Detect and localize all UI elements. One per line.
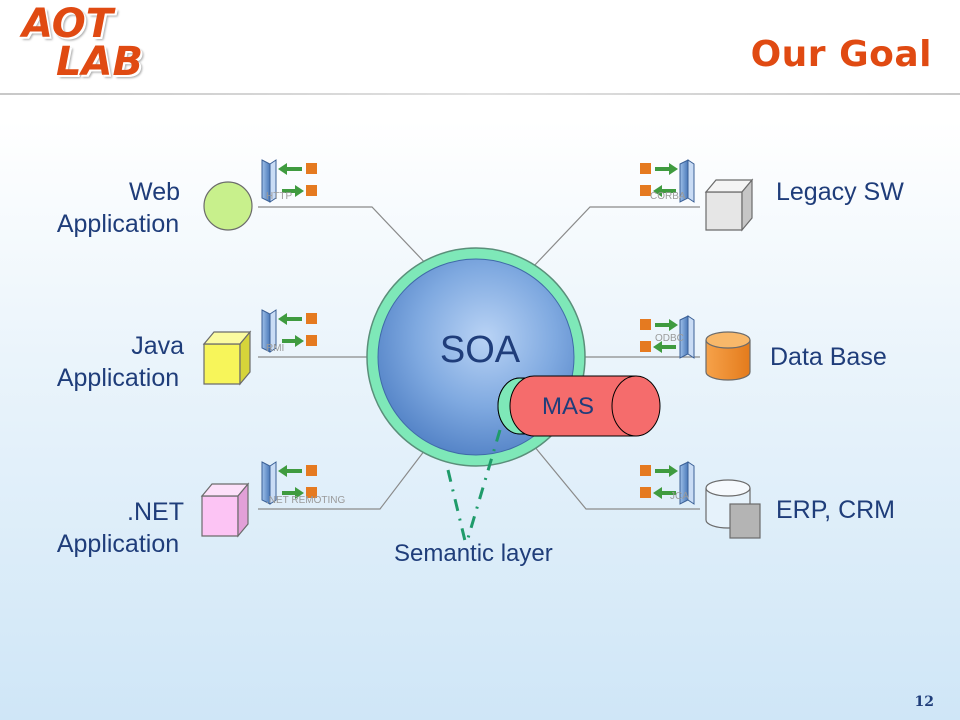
page-number: 12 [914, 694, 934, 710]
adapter-net-remoting [261, 461, 317, 505]
mas-cylinder: MAS [497, 375, 661, 437]
database-label: Data Base [770, 343, 887, 371]
protocol-label-net-remoting: .NET REMOTING [266, 495, 345, 506]
adapter-jca [640, 461, 695, 505]
adapter-http [261, 159, 317, 203]
adapter-corba [640, 159, 695, 203]
connector-lines [258, 206, 700, 510]
adapters [261, 159, 695, 505]
database-node [705, 331, 751, 381]
legacy-sw-node [704, 178, 754, 232]
aot-lab-logo: AOT LAB [12, 2, 152, 92]
line-erp [533, 445, 700, 510]
protocol-label-rmi: RMI [266, 343, 284, 354]
legacy-sw-label: Legacy SW [776, 178, 904, 206]
net-app-label: .NET Application [48, 496, 188, 560]
protocol-label-http: HTTP [266, 191, 292, 202]
title-divider [0, 93, 960, 95]
net-app-label-line1: .NET [127, 498, 184, 526]
net-app-label-line2: Application [56, 530, 180, 558]
adapter-odbc [640, 315, 695, 359]
slide-title: Our Goal [750, 34, 932, 75]
adapter-rmi [261, 309, 317, 353]
logo-line-1: AOT [22, 1, 114, 47]
protocol-label-jca: JCA [670, 491, 689, 502]
protocol-label-corba: CORBA [650, 191, 686, 202]
net-app-node [200, 482, 250, 538]
web-app-node [203, 181, 253, 231]
protocol-label-odbc: ODBC [655, 333, 684, 344]
java-app-label: Java Application [48, 330, 188, 394]
protocol-labels: HTTP RMI .NET REMOTING CORBA ODBC JCA [266, 191, 689, 506]
web-app-label-line2: Application [56, 210, 180, 238]
java-app-label-line1: Java [131, 332, 184, 360]
java-app-label-line2: Application [56, 364, 180, 392]
line-net [258, 445, 429, 510]
java-app-node [202, 330, 252, 386]
erp-crm-node [705, 479, 761, 539]
line-legacy [531, 206, 700, 269]
logo-line-2: LAB [56, 39, 143, 85]
web-app-label: Web Application [48, 176, 188, 240]
line-web [258, 206, 431, 269]
erp-crm-label: ERP, CRM [776, 496, 896, 524]
soa-label: SOA [440, 329, 521, 371]
web-app-label-line1: Web [129, 178, 180, 206]
mas-label: MAS [542, 393, 594, 420]
semantic-layer-label: Semantic layer [394, 540, 553, 567]
semantic-layer-pointer [446, 429, 502, 546]
